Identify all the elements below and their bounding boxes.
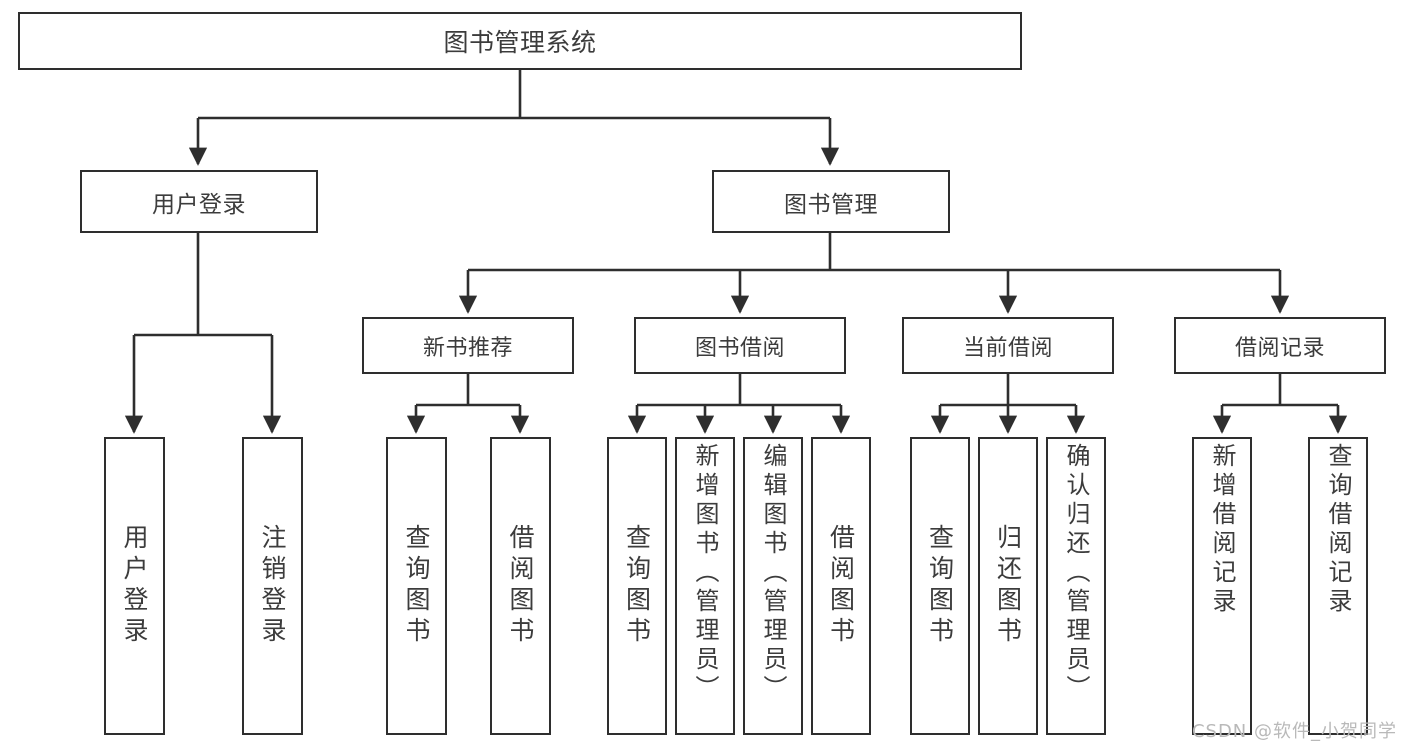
node-book-manage-label: 图书管理 (784, 191, 878, 218)
leaf-query-book-2[interactable]: 查询图书 (607, 437, 667, 735)
leaf-logout-login[interactable]: 注销登录 (242, 437, 303, 735)
node-borrow-record[interactable]: 借阅记录 (1174, 317, 1386, 374)
leaf-query-book-1-label: 查询图书 (402, 524, 431, 648)
leaf-confirm-return-label: 确认归还（管理员） (1062, 443, 1090, 704)
node-user-login-label: 用户登录 (152, 191, 246, 218)
leaf-query-book-2-label: 查询图书 (622, 524, 652, 648)
node-new-book-recommend[interactable]: 新书推荐 (362, 317, 574, 374)
node-current-borrow[interactable]: 当前借阅 (902, 317, 1114, 374)
leaf-return-book-label: 归还图书 (993, 524, 1023, 648)
leaf-logout-login-label: 注销登录 (258, 524, 287, 648)
node-user-login[interactable]: 用户登录 (80, 170, 318, 233)
node-book-manage[interactable]: 图书管理 (712, 170, 950, 233)
watermark: CSDN @软件_小贺同学 (1191, 721, 1397, 742)
node-new-book-recommend-label: 新书推荐 (422, 335, 513, 361)
node-book-borrow[interactable]: 图书借阅 (634, 317, 846, 374)
node-root[interactable]: 图书管理系统 (18, 12, 1022, 70)
leaf-return-book[interactable]: 归还图书 (978, 437, 1038, 735)
leaf-query-record-label: 查询借阅记录 (1324, 443, 1352, 617)
leaf-borrow-book-2-label: 借阅图书 (826, 524, 856, 648)
leaf-add-record-label: 新增借阅记录 (1208, 443, 1236, 617)
leaf-borrow-book-1-label: 借阅图书 (506, 524, 535, 648)
leaf-user-login-label: 用户登录 (120, 524, 149, 648)
leaf-confirm-return[interactable]: 确认归还（管理员） (1046, 437, 1106, 735)
node-current-borrow-label: 当前借阅 (962, 335, 1053, 361)
leaf-borrow-book-1[interactable]: 借阅图书 (490, 437, 551, 735)
leaf-edit-book-label: 编辑图书（管理员） (759, 443, 787, 704)
node-book-borrow-label: 图书借阅 (694, 335, 785, 361)
leaf-edit-book[interactable]: 编辑图书（管理员） (743, 437, 803, 735)
leaf-query-book-3-label: 查询图书 (925, 524, 955, 648)
leaf-query-book-1[interactable]: 查询图书 (386, 437, 447, 735)
node-borrow-record-label: 借阅记录 (1234, 335, 1325, 361)
leaf-query-record[interactable]: 查询借阅记录 (1308, 437, 1368, 735)
leaf-user-login[interactable]: 用户登录 (104, 437, 165, 735)
leaf-add-book[interactable]: 新增图书（管理员） (675, 437, 735, 735)
leaf-add-record[interactable]: 新增借阅记录 (1192, 437, 1252, 735)
leaf-borrow-book-2[interactable]: 借阅图书 (811, 437, 871, 735)
node-root-label: 图书管理系统 (443, 28, 597, 57)
leaf-add-book-label: 新增图书（管理员） (691, 443, 719, 704)
leaf-query-book-3[interactable]: 查询图书 (910, 437, 970, 735)
